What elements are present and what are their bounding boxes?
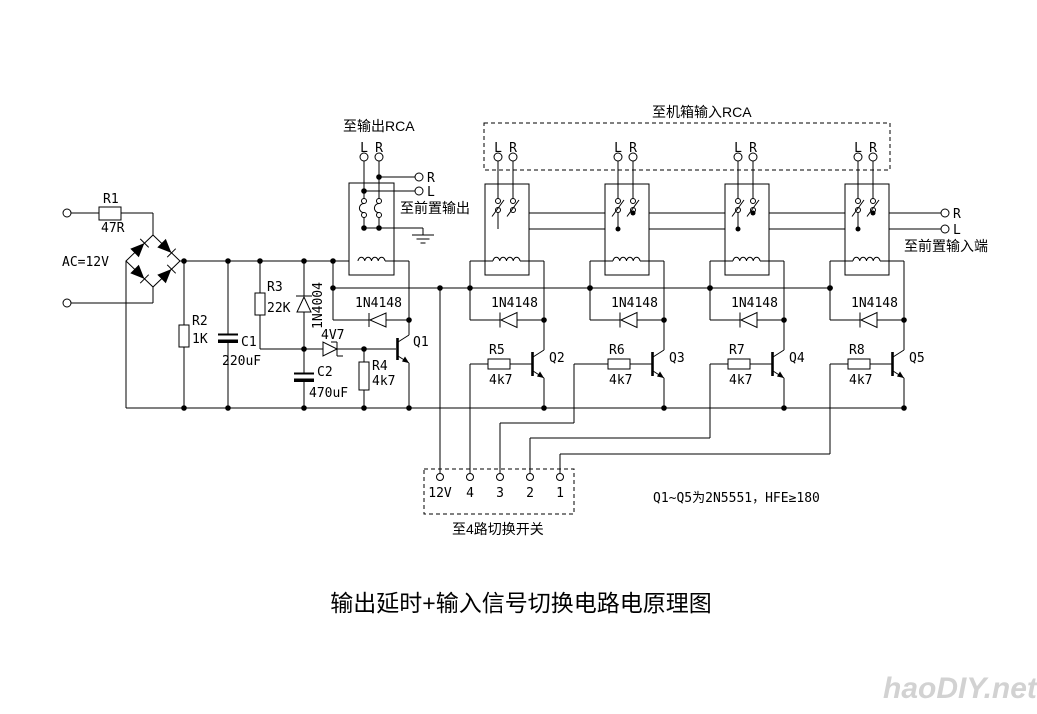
ground-symbol [412,228,434,244]
relay3-l-label: L [734,141,742,156]
relay4-l-label: L [854,141,862,156]
r7-name-label: R7 [729,343,745,358]
preamp-out-l-label: L [427,185,435,200]
r3-name-label: R3 [267,280,283,295]
ac-input-label: AC=12V [62,255,109,270]
output-rca-label: 至输出RCA [343,118,415,134]
relay1-diode-label: 1N4148 [491,296,538,311]
input-rca-header: 至机箱输入RCA [652,104,752,120]
output-relay-flyback-diode [332,261,409,328]
preamp-in-r-terminal [940,208,950,218]
q1-label: Q1 [413,335,429,350]
resistor-r2 [178,261,190,408]
mute-contact-r [373,198,382,228]
switch-connector-label: 至4路切换开关 [452,521,544,537]
connector-pin-3 [496,473,504,481]
power-supply-section [62,206,410,408]
connector-pin-12v [436,473,444,481]
input-rca-dashed-box [483,122,891,171]
switch-connector-dashed-box [423,468,575,515]
relay3-r-label: R [749,141,757,156]
zener-label: 4V7 [321,328,344,343]
pin-12v-label: 12V [428,486,452,501]
r4-name-label: R4 [372,359,388,374]
output-rca-l-label: L [360,141,368,156]
output-relay-diode-label: 1N4148 [355,296,402,311]
mute-contact-l [358,198,367,228]
pin-1-label: 1 [556,486,564,501]
r7-value-label: 4k7 [729,373,752,388]
capacitor-c2 [294,349,314,408]
capacitor-c1 [218,261,238,408]
relay4-r-label: R [869,141,877,156]
relay2-r-label: R [629,141,637,156]
relay3-diode-label: 1N4148 [731,296,778,311]
preamp-out-text: 至前置输出 [400,200,470,216]
r5-value-label: 4k7 [489,373,512,388]
pin-4-label: 4 [466,486,474,501]
r1-value-label: 47R [101,221,125,236]
preamp-out-r-terminal [414,172,424,182]
preamp-in-l-terminal [940,224,950,234]
d1-label: 1N4004 [311,282,326,329]
c1-name-label: C1 [241,335,257,350]
relay2-diode-label: 1N4148 [611,296,658,311]
preamp-in-text: 至前置输入端 [904,238,988,254]
r3-value-label: 22K [267,301,291,316]
r2-value-label: 1K [192,332,208,347]
r5-name-label: R5 [489,343,505,358]
switch-connector-wiring [439,288,831,473]
c2-value-label: 470uF [309,386,348,401]
q3-label: Q3 [669,351,685,366]
q5-label: Q5 [909,351,925,366]
resistor-r1 [98,206,122,221]
connector-pin-2 [526,473,534,481]
schematic-title: 输出延时+输入信号切换电路电原理图 [330,590,711,616]
preamp-out-r-label: R [427,171,435,186]
ac-terminal-bottom [62,298,72,308]
c2-name-label: C2 [317,365,333,380]
relay1-l-label: L [494,141,502,156]
junction-dots [181,174,876,411]
relay1-r-label: R [509,141,517,156]
preamp-out-l-terminal [414,186,424,196]
preamp-in-l-label: L [953,223,961,238]
output-relay-coil [357,256,386,262]
q2-label: Q2 [549,351,565,366]
connector-pin-4 [466,473,474,481]
transistor-q1 [396,320,410,408]
output-rca-r-label: R [375,141,383,156]
relay2-l-label: L [614,141,622,156]
c1-value-label: 220uF [222,354,261,369]
r1-name-label: R1 [103,192,119,207]
r6-name-label: R6 [609,343,625,358]
resistor-r3 [254,261,304,350]
preamp-in-r-label: R [953,207,961,222]
pin-3-label: 3 [496,486,504,501]
pin-2-label: 2 [526,486,534,501]
bridge-rectifier [125,234,181,288]
resistor-r4 [358,349,370,408]
ac-terminal-top [62,208,72,218]
r6-value-label: 4k7 [609,373,632,388]
labels: R1 47R AC=12V R2 1K C1 220uF R3 22K 1N40… [62,104,1037,705]
r8-name-label: R8 [849,343,865,358]
q4-label: Q4 [789,351,805,366]
relay4-diode-label: 1N4148 [851,296,898,311]
diode-1n4004 [296,261,312,349]
r4-value-label: 4k7 [372,374,395,389]
watermark: haoDIY.net [883,672,1037,705]
connector-pin-1 [556,473,564,481]
zener-diode-4v7 [304,341,396,357]
r2-name-label: R2 [192,314,208,329]
r8-value-label: 4k7 [849,373,872,388]
transistor-note: Q1~Q5为2N5551，HFE≥180 [653,491,820,506]
